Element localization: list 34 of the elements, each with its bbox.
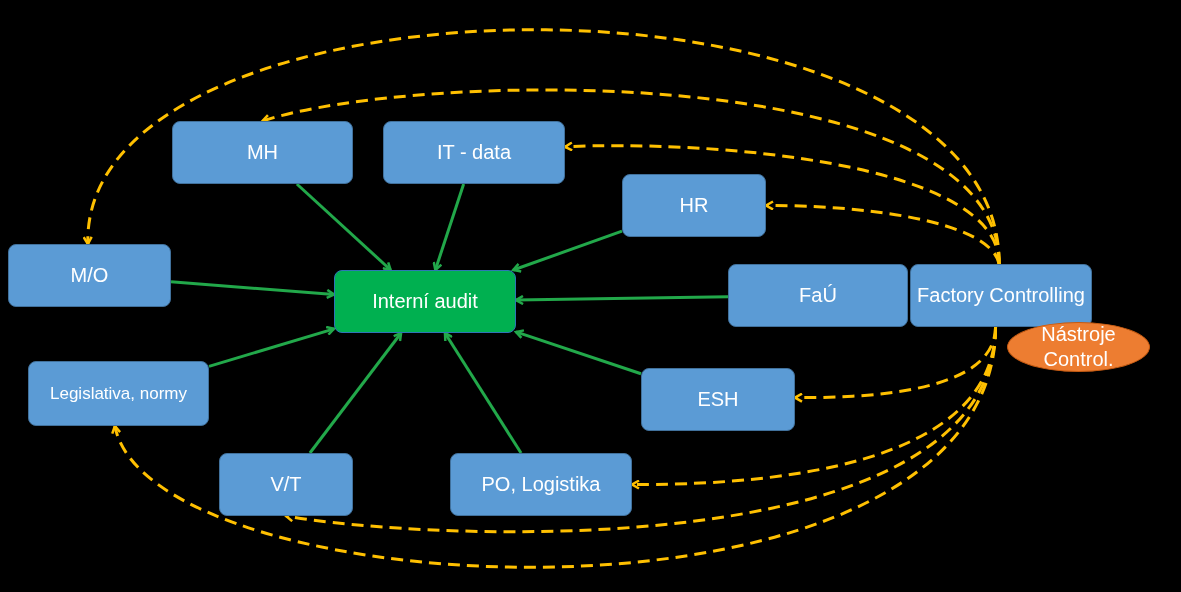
node-label: FaÚ	[799, 283, 837, 308]
arrow	[514, 329, 642, 376]
node-label: V/T	[270, 472, 302, 497]
process-box	[728, 264, 908, 327]
process-box	[8, 244, 171, 307]
process-box	[622, 174, 766, 237]
dashed-arrow	[764, 200, 1001, 265]
central-box	[334, 270, 516, 333]
node-label: MH	[246, 140, 279, 165]
process-box	[641, 368, 795, 431]
node-label: Interní audit	[372, 289, 478, 314]
arrow	[295, 182, 392, 272]
arrow	[432, 183, 466, 272]
node-label: Legislativa, normy	[50, 382, 187, 405]
node-label: Nástroje Control.	[1040, 322, 1117, 372]
arrow	[514, 294, 729, 306]
arrow	[208, 325, 336, 368]
node-label: PO, Logistika	[481, 472, 601, 497]
process-box	[219, 453, 353, 516]
process-box	[450, 453, 632, 516]
node-label: ESH	[697, 387, 739, 412]
node-label: HR	[679, 193, 709, 218]
dashed-arrow	[563, 141, 1001, 265]
arrow	[443, 331, 523, 454]
process-box	[383, 121, 565, 184]
node-label: IT - data	[436, 140, 512, 165]
arrow	[308, 331, 403, 454]
process-box	[172, 121, 353, 184]
arrow	[512, 229, 623, 273]
process-box	[28, 361, 209, 426]
node-label: M/O	[70, 263, 109, 288]
process-box	[910, 264, 1092, 327]
arrow	[170, 280, 336, 300]
node-label: Factory Controlling	[917, 283, 1085, 308]
